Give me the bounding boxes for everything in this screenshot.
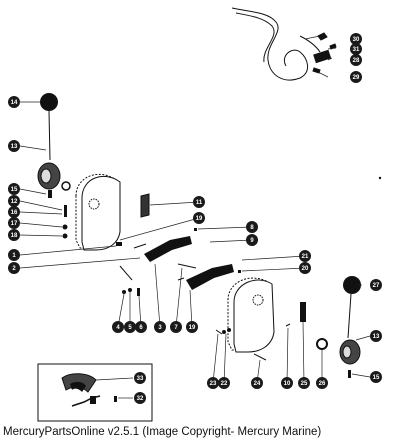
- callout-label: 1: [12, 253, 16, 259]
- bracket: [140, 193, 150, 218]
- callout-33: 33: [134, 372, 146, 384]
- callout-label: 12: [11, 199, 18, 205]
- callout-label: 22: [221, 381, 228, 387]
- callout-label: 15: [11, 187, 18, 193]
- callout-19-lower: 19: [186, 321, 198, 333]
- callout-label: 24: [254, 381, 261, 387]
- callout-30: 30: [350, 33, 362, 45]
- callout-9: 9: [246, 234, 258, 246]
- right-small-parts: [215, 302, 328, 361]
- callout-10: 10: [281, 377, 293, 389]
- callout-22: 22: [218, 377, 230, 389]
- callout-19-left: 19: [193, 212, 205, 224]
- left-control-lever: [37, 93, 71, 239]
- leader-lines: [19, 35, 371, 399]
- throttle-link: [133, 236, 234, 290]
- wiring-harness: [231, 7, 337, 81]
- callout-6: 6: [135, 321, 147, 333]
- callout-label: 28: [353, 58, 360, 64]
- callout-20: 20: [299, 262, 311, 274]
- callout-label: 33: [137, 376, 144, 382]
- callout-18: 18: [8, 229, 20, 241]
- callout-24: 24: [251, 377, 263, 389]
- callout-23: 23: [207, 377, 219, 389]
- callout-label: 18: [11, 233, 18, 239]
- callout-27: 27: [370, 279, 382, 291]
- callout-5: 5: [124, 321, 136, 333]
- callout-32: 32: [134, 392, 146, 404]
- callout-16: 16: [8, 206, 20, 218]
- callout-label: 31: [353, 47, 360, 53]
- callout-label: 17: [11, 221, 18, 227]
- callout-label: 32: [137, 396, 144, 402]
- screws: [116, 228, 241, 296]
- callout-label: 19: [196, 216, 203, 222]
- callout-3: 3: [154, 321, 166, 333]
- inset-detail: [37, 363, 153, 422]
- callout-15-right: 15: [370, 371, 382, 383]
- callout-label: 2: [12, 266, 16, 272]
- callout-label: 29: [353, 75, 360, 81]
- speck: [378, 176, 382, 180]
- callout-label: 25: [301, 381, 308, 387]
- callout-label: 26: [319, 381, 326, 387]
- callout-1: 1: [8, 249, 20, 261]
- callout-4: 4: [112, 321, 124, 333]
- callout-label: 20: [302, 266, 309, 272]
- callout-label: 27: [373, 283, 380, 289]
- callout-12: 12: [8, 195, 20, 207]
- callout-label: 4: [116, 325, 120, 331]
- callout-2: 2: [8, 262, 20, 274]
- callout-label: 15: [373, 375, 380, 381]
- callout-label: 11: [196, 200, 203, 206]
- callout-28: 28: [350, 54, 362, 66]
- callout-label: 16: [11, 210, 18, 216]
- right-control-lever: [339, 276, 361, 378]
- callout-15-left: 15: [8, 183, 20, 195]
- left-control-housing: [75, 173, 121, 251]
- callout-label: 21: [302, 254, 309, 260]
- callout-label: 23: [210, 381, 217, 387]
- callout-label: 5: [128, 325, 132, 331]
- callout-31: 31: [350, 43, 362, 55]
- right-control-housing: [227, 277, 275, 353]
- callout-label: 9: [250, 238, 254, 244]
- callout-label: 6: [139, 325, 143, 331]
- callout-7: 7: [170, 321, 182, 333]
- callout-13-right: 13: [370, 330, 382, 342]
- callout-13-left: 13: [8, 140, 20, 152]
- callout-11: 11: [193, 196, 205, 208]
- callout-label: 13: [373, 334, 380, 340]
- callout-29: 29: [350, 71, 362, 83]
- callout-label: 14: [11, 100, 18, 106]
- callout-label: 3: [158, 325, 162, 331]
- callout-label: 8: [250, 225, 254, 231]
- callout-label: 7: [174, 325, 178, 331]
- callout-17: 17: [8, 217, 20, 229]
- copyright-text: MercuryPartsOnline v2.5.1 (Image Copyrig…: [3, 426, 322, 438]
- callout-label: 10: [284, 381, 291, 387]
- callout-25: 25: [298, 377, 310, 389]
- callout-21: 21: [299, 250, 311, 262]
- callout-label: 13: [11, 144, 18, 150]
- callout-14: 14: [8, 96, 20, 108]
- callout-8: 8: [246, 221, 258, 233]
- callout-label: 30: [353, 37, 360, 43]
- callout-26: 26: [316, 377, 328, 389]
- callout-label: 19: [189, 325, 196, 331]
